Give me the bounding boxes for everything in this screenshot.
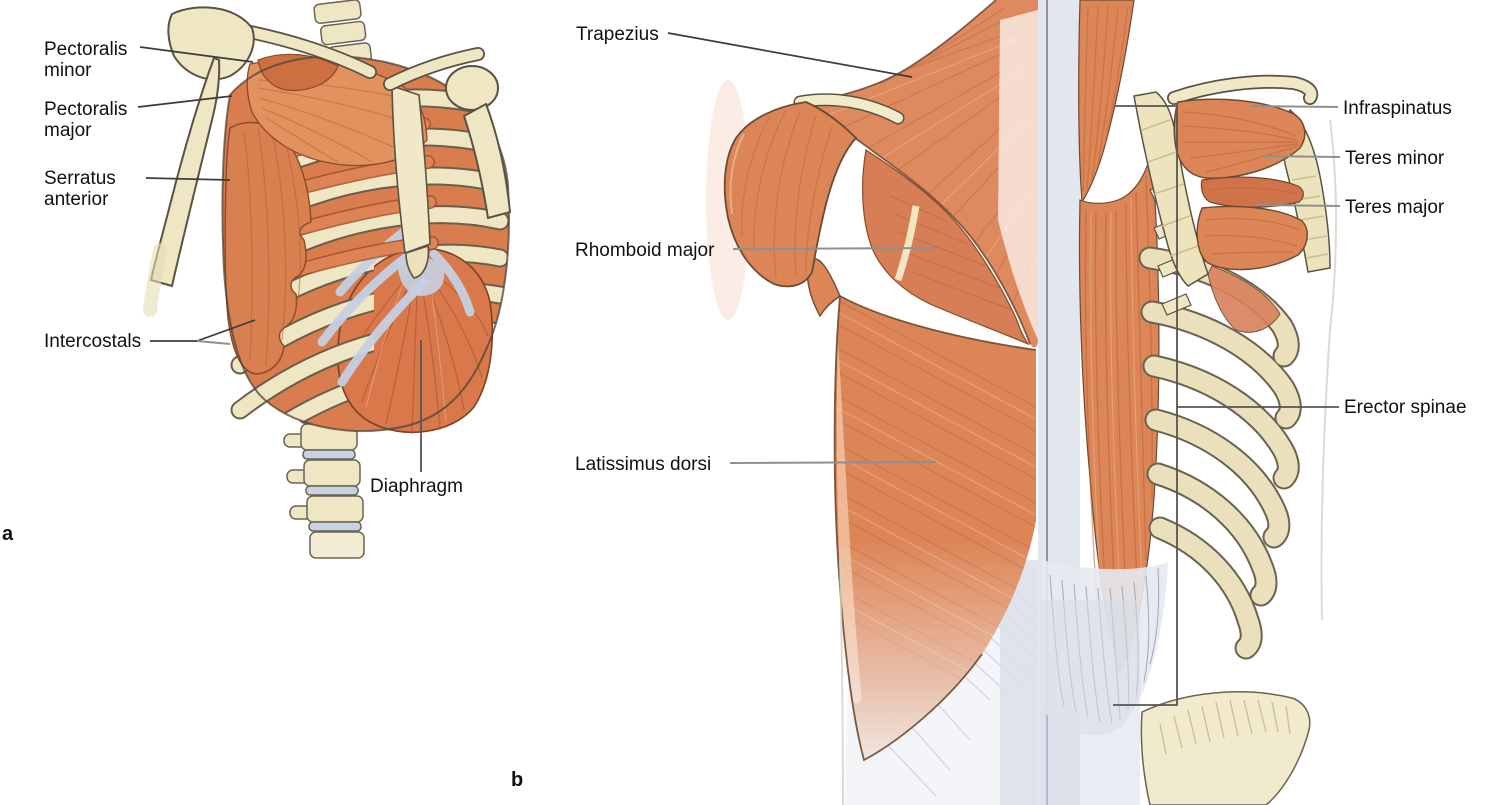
teres-minor-muscle [1200,176,1304,208]
splenius-erector-top [1078,0,1135,204]
leader-teres-minor [1261,155,1341,158]
panel-letter-b: b [511,769,524,791]
leader-lines [137,32,1341,706]
trapezius-muscle [793,0,1038,348]
teres-major-muscle [1196,205,1308,271]
label-teres-minor: Teres minor [1345,148,1445,169]
serratus-anterior-muscle [224,121,312,375]
panel-b-illustration [706,0,1337,805]
label-latissimus-dorsi: Latissimus dorsi [575,454,712,475]
leader-pectoralis-minor [139,46,254,63]
leader-latissimus-dorsi [729,461,937,464]
leader-infraspinatus [1249,105,1339,108]
panel-a-illustration [143,0,512,559]
label-pectoralis-major: Pectoralis major [44,99,128,141]
iliac-crest [1140,691,1311,805]
infraspinatus-muscle [1173,98,1306,179]
label-pectoralis-minor: Pectoralis minor [44,39,128,81]
pectoralis-minor-muscle [257,53,339,92]
scapular-spine [1167,74,1319,105]
erector-spinae-bracket [1113,105,1178,706]
label-diaphragm: Diaphragm [370,476,463,497]
label-erector-spinae: Erector spinae [1344,397,1467,418]
label-infraspinatus: Infraspinatus [1343,98,1452,119]
thorax-outline [221,55,511,433]
lat-insertion-wedge [1207,265,1281,333]
leader-pectoralis-major [137,95,233,108]
erector-spinae-muscle [1078,149,1160,674]
label-trapezius: Trapezius [576,24,659,45]
rhomboid-major-muscle [862,149,1030,346]
leader-rhomboid-major [732,247,937,250]
sternum [391,84,431,279]
leader-serratus-anterior [145,177,231,181]
leader-teres-major [1255,204,1341,207]
leader-trapezius [667,32,913,78]
panel-letter-a: a [2,523,14,545]
body-edges [839,119,1337,805]
deltoid-muscle [723,101,858,288]
label-rhomboid-major: Rhomboid major [575,240,715,261]
latissimus-dorsi-muscle [806,258,1037,762]
shoulder-bones [143,6,512,317]
label-intercostals: Intercostals [44,331,142,352]
label-teres-major: Teres major [1345,197,1445,218]
label-serratus-anterior: Serratus anterior [44,168,116,210]
leader-intercostals-branch [196,340,231,345]
sacral-wash [1040,600,1140,805]
